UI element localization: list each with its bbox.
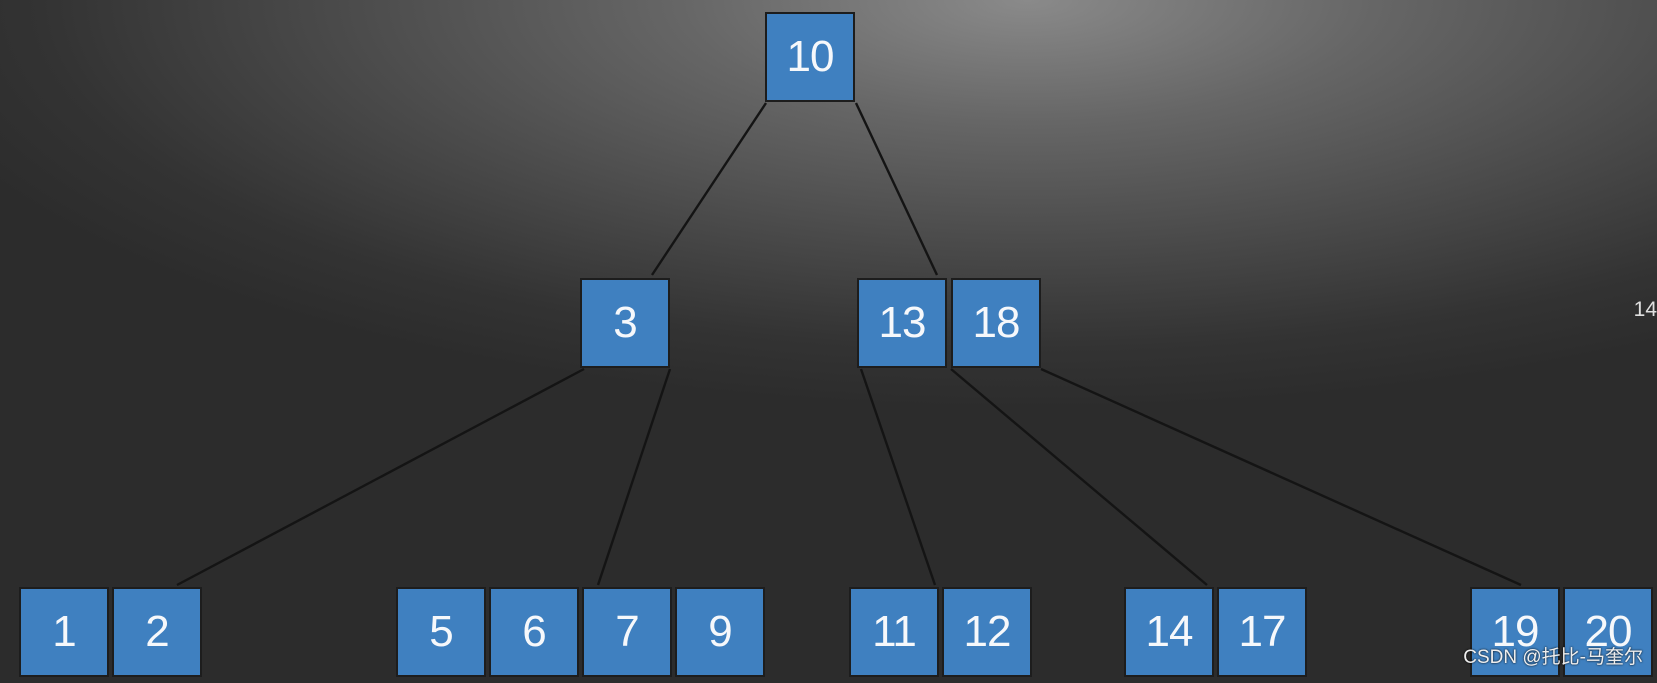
edge-root-to-node-3: [650, 102, 768, 276]
edge-node-3-to-leaf-1-2: [176, 367, 585, 587]
cropped-label: 14: [1633, 298, 1657, 321]
key-cell: 6: [489, 587, 579, 677]
key-cell: 5: [396, 587, 486, 677]
key-cell: 13: [857, 278, 947, 368]
key-cell: 17: [1217, 587, 1307, 677]
key-cell: 7: [582, 587, 672, 677]
edge-node-13-18-to-leaf-11-12: [859, 368, 937, 586]
key-cell: 10: [765, 12, 855, 102]
edge-node-13-18-to-leaf-14-17: [950, 368, 1208, 586]
key-cell: 11: [849, 587, 939, 677]
edge-root-to-node-13-18: [854, 102, 939, 276]
key-cell: 2: [112, 587, 202, 677]
key-cell: 9: [675, 587, 765, 677]
key-cell: 19: [1470, 587, 1560, 677]
watermark: CSDN @托比-马奎尔: [1463, 647, 1643, 668]
key-cell: 20: [1563, 587, 1653, 677]
key-cell: 1: [19, 587, 109, 677]
edge-node-3-to-leaf-5-6-7-9: [596, 368, 672, 586]
key-cell: 12: [942, 587, 1032, 677]
key-cell: 3: [580, 278, 670, 368]
key-cell: 14: [1124, 587, 1214, 677]
edge-node-13-18-to-leaf-19-20: [1040, 367, 1522, 587]
key-cell: 18: [951, 278, 1041, 368]
